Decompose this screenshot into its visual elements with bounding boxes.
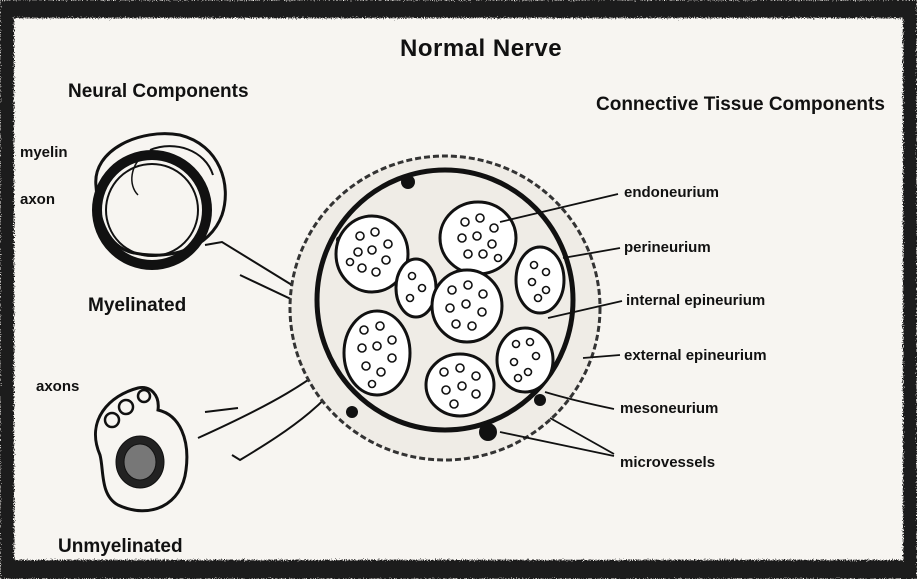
label-perineurium: perineurium	[624, 240, 711, 255]
label-myelin: myelin	[20, 145, 68, 160]
unmyelinated-fiber	[95, 387, 186, 510]
connective-components-header: Connective Tissue Components	[596, 95, 885, 114]
label-external-epineurium: external epineurium	[624, 348, 767, 363]
diagram-title: Normal Nerve	[400, 37, 562, 61]
label-internal-epineurium: internal epineurium	[626, 293, 765, 308]
label-endoneurium: endoneurium	[624, 185, 719, 200]
label-axon: axon	[20, 192, 55, 207]
label-unmyelinated: Unmyelinated	[58, 537, 183, 556]
label-microvessels: microvessels	[620, 455, 715, 470]
label-mesoneurium: mesoneurium	[620, 401, 718, 416]
label-axons: axons	[36, 379, 79, 394]
neural-components-header: Neural Components	[68, 82, 249, 101]
label-myelinated: Myelinated	[88, 296, 186, 315]
